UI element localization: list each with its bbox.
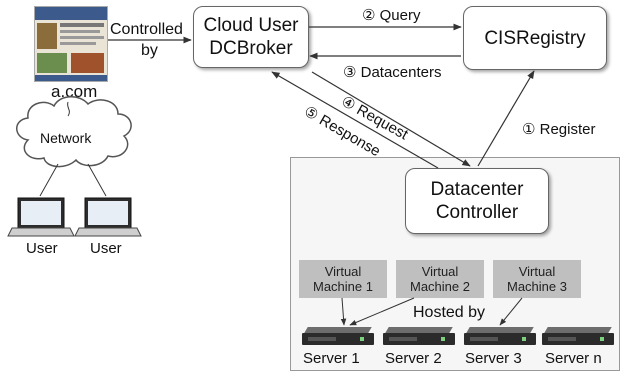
network-to-user2-line xyxy=(87,163,107,197)
server-n-label: Server n xyxy=(545,350,602,367)
response-arrow xyxy=(271,71,439,169)
server-3-label: Server 3 xyxy=(465,350,522,367)
vm3-hosted-arrow xyxy=(499,297,523,326)
server-1-label: Server 1 xyxy=(303,350,360,367)
site-to-network-line xyxy=(67,101,70,117)
server-1-icon xyxy=(300,327,376,345)
user-1-laptop-icon xyxy=(7,197,75,237)
controlled-by-label-line1: Controlled xyxy=(110,21,183,38)
vm2-label-line1: Virtual xyxy=(421,264,459,279)
register-arrow xyxy=(477,70,535,167)
vm3-label-line1: Virtual xyxy=(518,264,556,279)
server-3-icon xyxy=(462,327,538,345)
controller-label-line1: Datacenter xyxy=(430,179,524,200)
website-thumbnail xyxy=(34,6,108,82)
vm2-label-line2: Machine 2 xyxy=(410,279,470,294)
virtual-machine-3: Virtual Machine 3 xyxy=(493,260,581,298)
virtual-machine-2: Virtual Machine 2 xyxy=(396,260,484,298)
server-n-icon xyxy=(540,327,616,345)
user-1-label: User xyxy=(26,240,58,257)
datacenter-controller-box: Datacenter Controller xyxy=(405,168,549,234)
dcbroker-box: Cloud User DCBroker xyxy=(193,6,309,68)
website-label: a.com xyxy=(51,82,98,101)
vm1-hosted-arrow xyxy=(340,297,347,326)
vm1-label-line2: Machine 1 xyxy=(313,279,373,294)
datacenters-label: ③ Datacenters xyxy=(343,64,442,81)
user-2-label: User xyxy=(90,240,122,257)
vm2-hosted-arrow xyxy=(349,297,415,326)
server-2-label: Server 2 xyxy=(385,350,442,367)
dcbroker-label-line2: DCBroker xyxy=(209,38,293,59)
controller-label-line2: Controller xyxy=(435,202,519,223)
request-arrow xyxy=(311,71,471,167)
dcbroker-label-line1: Cloud User xyxy=(203,15,299,36)
register-label: ① Register xyxy=(522,121,596,138)
user-2-laptop-icon xyxy=(74,197,142,237)
cisregistry-box: CISRegistry xyxy=(463,6,607,70)
query-label: ② Query xyxy=(362,7,421,24)
hosted-by-label: Hosted by xyxy=(413,304,486,321)
vm3-label-line2: Machine 3 xyxy=(507,279,567,294)
cisregistry-label: CISRegistry xyxy=(484,27,586,49)
server-2-icon xyxy=(381,327,457,345)
network-label: Network xyxy=(40,130,92,146)
vm1-label-line1: Virtual xyxy=(324,264,362,279)
network-to-user1-line xyxy=(39,163,59,197)
controlled-by-label-line2: by xyxy=(141,42,158,59)
virtual-machine-1: Virtual Machine 1 xyxy=(299,260,387,298)
